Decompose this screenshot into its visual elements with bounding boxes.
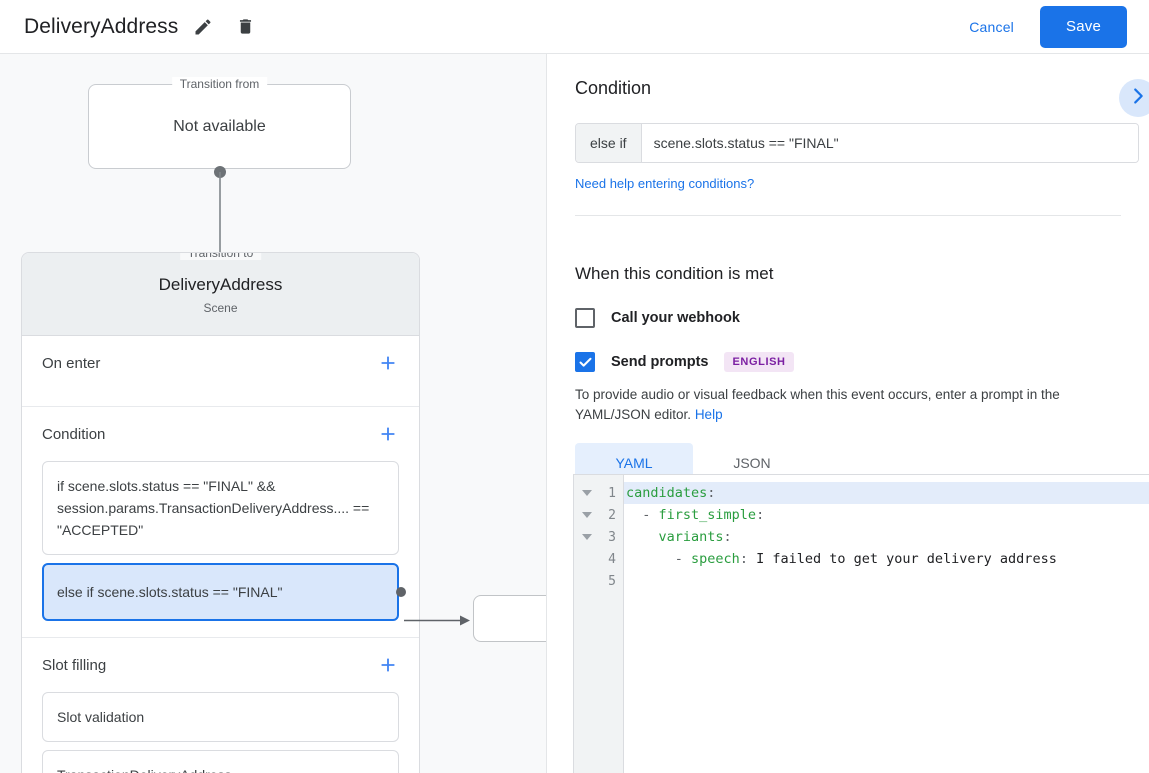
tab-json[interactable]: JSON xyxy=(733,455,771,471)
panel-divider xyxy=(575,215,1121,216)
section-title-condition: Condition xyxy=(42,425,106,443)
prompts-description: To provide audio or visual feedback when… xyxy=(575,385,1135,425)
prompts-description-text: To provide audio or visual feedback when… xyxy=(575,387,1060,422)
target-node-card[interactable] xyxy=(473,595,546,642)
editor-code-line: candidates: xyxy=(624,482,1149,504)
line-number-label: 5 xyxy=(608,573,616,589)
send-prompts-row: Send prompts ENGLISH xyxy=(575,352,1121,372)
panel-title: Condition xyxy=(575,78,652,98)
add-condition-button[interactable] xyxy=(377,423,399,445)
when-condition-met-title: When this condition is met xyxy=(575,264,774,283)
line-number-label: 4 xyxy=(608,551,616,567)
transition-from-legend: Transition from xyxy=(171,77,268,91)
call-webhook-label: Call your webhook xyxy=(611,310,740,326)
connection-dot xyxy=(396,587,406,597)
fold-triangle-icon[interactable] xyxy=(582,490,592,496)
send-prompts-checkbox[interactable] xyxy=(575,352,595,372)
editor-line-number: 4 xyxy=(574,548,623,570)
editor-code-line: - speech: I failed to get your delivery … xyxy=(674,551,1057,567)
section-on-enter: On enter xyxy=(22,336,419,407)
webhook-row: Call your webhook xyxy=(575,308,1121,328)
transition-from-value: Not available xyxy=(173,117,266,135)
prompt-code-editor[interactable]: 1 2 3 4 5 candidates: - first_simple: varian… xyxy=(573,474,1149,773)
editor-line-number: 1 xyxy=(574,482,623,504)
plus-icon xyxy=(381,356,395,370)
collapse-panel-button[interactable] xyxy=(1119,79,1149,117)
call-webhook-checkbox[interactable] xyxy=(575,308,595,328)
app-header: DeliveryAddress Cancel Save xyxy=(0,0,1149,54)
scene-graph-canvas: Transition from Not available Transition… xyxy=(0,54,546,773)
condition-item-selected[interactable]: else if scene.slots.status == "FINAL" xyxy=(42,563,406,621)
editor-code-line: variants: xyxy=(658,529,732,545)
send-prompts-label: Send prompts xyxy=(611,354,709,370)
section-condition: Condition if scene.slots.status == "FINA… xyxy=(22,407,419,638)
editor-gutter: 1 2 3 4 5 xyxy=(574,475,624,773)
section-slot-filling: Slot filling Slot validation Transaction… xyxy=(22,638,419,773)
transition-to-legend: Transition to xyxy=(179,253,262,260)
slot-item[interactable]: TransactionDeliveryAddress xyxy=(42,750,399,773)
editor-code-area[interactable]: candidates: - first_simple: variants: - … xyxy=(624,475,1149,773)
delete-button[interactable] xyxy=(228,10,262,44)
condition-prefix-label: else if xyxy=(576,124,642,162)
section-header-on-enter: On enter xyxy=(42,336,399,390)
transition-to-card: Transition to DeliveryAddress Scene On e… xyxy=(21,252,420,773)
editor-code-line xyxy=(624,570,1149,592)
page-title: DeliveryAddress xyxy=(24,14,179,38)
editor-line-number: 2 xyxy=(574,504,623,526)
connector-arrow xyxy=(404,613,472,626)
condition-item[interactable]: if scene.slots.status == "FINAL" && sess… xyxy=(42,461,399,555)
line-number-label: 3 xyxy=(608,529,616,545)
plus-icon xyxy=(381,658,395,672)
plus-icon xyxy=(381,427,395,441)
slot-item[interactable]: Slot validation xyxy=(42,692,399,742)
editor-code-line: - first_simple: xyxy=(642,507,765,523)
section-title-on-enter: On enter xyxy=(42,354,101,372)
editor-line-number: 3 xyxy=(574,526,623,548)
condition-input-row: else if xyxy=(575,123,1139,163)
prompts-help-link[interactable]: Help xyxy=(694,407,723,422)
line-number-label: 1 xyxy=(608,485,616,501)
add-on-enter-button[interactable] xyxy=(377,352,399,374)
add-slot-button[interactable] xyxy=(377,654,399,676)
trash-icon xyxy=(236,17,255,36)
line-number-label: 2 xyxy=(608,507,616,523)
cancel-button[interactable]: Cancel xyxy=(955,10,1028,44)
condition-section: Condition else if Need help entering con… xyxy=(547,54,1149,216)
section-header-slot-filling: Slot filling xyxy=(42,638,399,692)
transition-to-title: DeliveryAddress xyxy=(158,275,283,294)
language-badge: ENGLISH xyxy=(724,352,794,372)
section-header-condition: Condition xyxy=(42,407,399,461)
transition-to-subtitle: Scene xyxy=(203,301,238,315)
chevron-right-icon xyxy=(1127,85,1149,112)
condition-help-link[interactable]: Need help entering conditions? xyxy=(575,176,755,191)
transition-to-header: Transition to DeliveryAddress Scene xyxy=(22,253,419,336)
section-title-slot-filling: Slot filling xyxy=(42,656,107,674)
fold-triangle-icon[interactable] xyxy=(582,512,592,518)
pencil-icon xyxy=(193,17,213,37)
when-condition-met-section: When this condition is met Call your web… xyxy=(547,216,1149,483)
save-button[interactable]: Save xyxy=(1040,5,1127,48)
condition-item-label: else if scene.slots.status == "FINAL" xyxy=(57,584,283,600)
fold-triangle-icon[interactable] xyxy=(582,534,592,540)
transition-from-card: Transition from Not available xyxy=(88,77,351,169)
edit-name-button[interactable] xyxy=(186,10,220,44)
editor-line-number: 5 xyxy=(574,570,623,592)
check-icon xyxy=(579,357,591,367)
condition-expression-input[interactable] xyxy=(641,124,1138,162)
